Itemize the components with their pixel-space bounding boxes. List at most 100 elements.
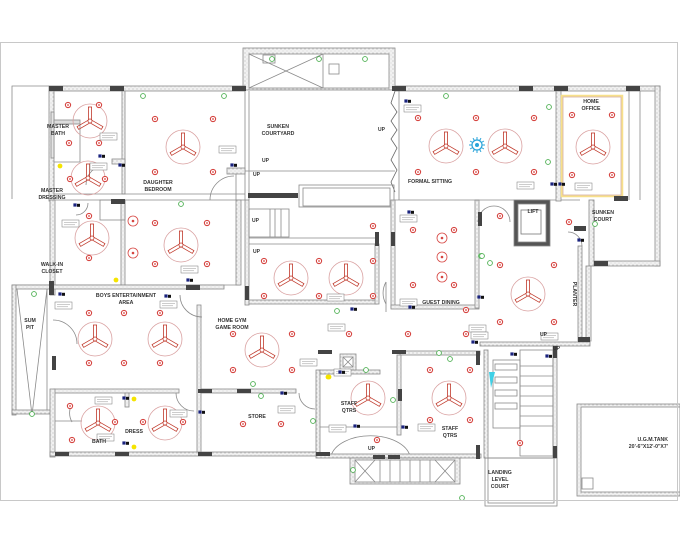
downlight-icon [209, 115, 217, 123]
wall-light-icon [140, 93, 146, 99]
switch-board-icon [471, 340, 478, 344]
stair-up-label: UP [252, 218, 260, 224]
downlight-icon [466, 366, 474, 374]
ceiling-fan-icon [510, 276, 546, 312]
downlight-icon [369, 222, 377, 230]
switch-board-icon [230, 163, 237, 167]
exhaust-light-icon [57, 163, 63, 169]
switch-board-icon [545, 354, 552, 358]
pendant-light-icon [127, 215, 139, 227]
downlight-icon [288, 366, 296, 374]
room-label-store: STORE [248, 414, 266, 420]
downlight-icon [568, 171, 576, 179]
wall-light-icon [269, 56, 275, 62]
downlight-icon [472, 168, 480, 176]
switch-board-icon [407, 210, 414, 214]
downlight-icon [101, 175, 109, 183]
wall-light-icon [350, 467, 356, 473]
large-downlights-layer [127, 215, 448, 283]
yellow-lights-layer [57, 163, 332, 450]
exhaust-light-icon [131, 396, 137, 402]
stair-up-label: UP [553, 346, 561, 352]
ceiling-fan-icon [487, 128, 523, 164]
downlight-icon [156, 309, 164, 317]
ceiling-fan-icon [147, 405, 183, 441]
exhaust-light-icon [326, 374, 332, 380]
exhaust-light-icon [113, 277, 119, 283]
wall-light-icon [29, 411, 35, 417]
circuit-note-tag [159, 300, 178, 309]
stair-up-label: UP [253, 249, 261, 255]
ceiling-fan-icon [77, 321, 113, 357]
downlight-icon [277, 420, 285, 428]
circuit-note-tag [277, 405, 296, 414]
downlight-icon [409, 281, 417, 289]
circuit-note-tag [327, 323, 346, 332]
wall-light-icon [31, 291, 37, 297]
downlight-icon [66, 175, 74, 183]
downlight-icon [203, 260, 211, 268]
downlight-icon [414, 114, 422, 122]
downlight-icon [151, 115, 159, 123]
room-label-bath: BATH [92, 439, 106, 445]
switch-board-icon [550, 182, 557, 186]
downlight-icon [85, 212, 93, 220]
structural-columns [49, 86, 640, 459]
walls-layer [11, 47, 680, 507]
downlight-icon [95, 139, 103, 147]
exhaust-light-icon [131, 444, 137, 450]
switch-board-icon [73, 203, 80, 207]
downlight-icon [530, 168, 538, 176]
downlight-icon [608, 171, 616, 179]
downlight-icon [179, 418, 187, 426]
switch-board-icon [510, 352, 517, 356]
ceiling-fan-icon [350, 380, 386, 416]
switch-board-icon [118, 163, 125, 167]
ceiling-fan-icon [575, 129, 611, 165]
downlight-icon [151, 260, 159, 268]
downlight-icon [414, 168, 422, 176]
wall-light-icon [545, 159, 551, 165]
ceiling-fan-icon [428, 128, 464, 164]
downlight-icon [450, 281, 458, 289]
downlight-icon [229, 330, 237, 338]
downlight-icon [229, 366, 237, 374]
downlight-icon [426, 416, 434, 424]
downlight-icon [85, 254, 93, 262]
circuit-note-tag [99, 132, 118, 141]
downlight-icon [496, 212, 504, 220]
wall-light-icon [546, 104, 552, 110]
downlight-icon [496, 261, 504, 269]
downlight-icon [568, 111, 576, 119]
ceiling-fan-icon [273, 260, 309, 296]
downlight-icon [450, 226, 458, 234]
circuit-note-tag [516, 181, 535, 190]
stair-up-label: UP [378, 127, 386, 133]
circuit-note-tag [218, 145, 237, 154]
downlight-icon [608, 111, 616, 119]
downlight-icon [472, 114, 480, 122]
downlight-icon [409, 226, 417, 234]
circuit-note-tag [417, 423, 436, 432]
wall-light-icon [390, 397, 396, 403]
circuit-note-tag [328, 424, 347, 433]
wall-light-icon [221, 93, 227, 99]
circuit-note-tag [470, 331, 489, 340]
downlight-icon [139, 418, 147, 426]
ceiling-fan-icon [244, 332, 280, 368]
stair-up-label: UP [253, 172, 261, 178]
switch-board-icon [350, 307, 357, 311]
switch-board-icon [122, 441, 129, 445]
room-label-dress: DRESS [125, 429, 143, 435]
downlights-layer [64, 101, 616, 447]
switch-board-icon [404, 99, 411, 103]
downlight-icon [369, 292, 377, 300]
circuit-note-tag [89, 162, 108, 171]
downlight-icon [85, 359, 93, 367]
